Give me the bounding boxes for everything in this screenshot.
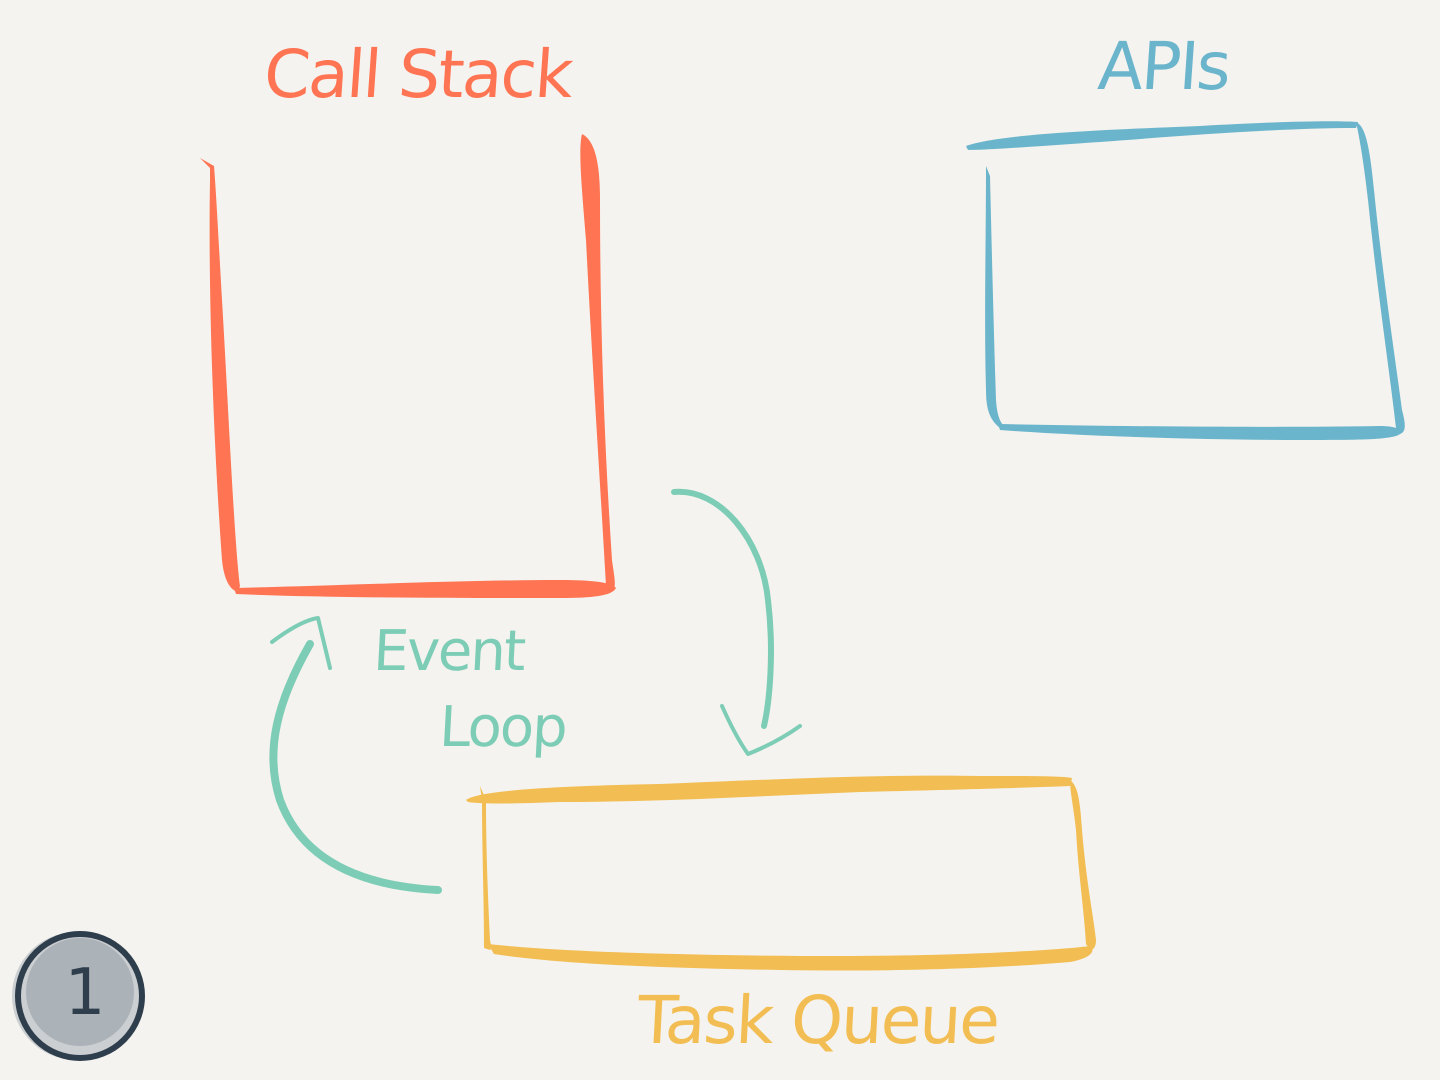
step-badge-shade bbox=[26, 938, 134, 1046]
apis-right-edge bbox=[1356, 122, 1405, 434]
task-queue-label: Task Queue bbox=[635, 982, 1001, 1059]
apis-label: APIs bbox=[1095, 28, 1232, 105]
task-queue-bottom-edge bbox=[488, 944, 1093, 971]
task-queue-top-edge bbox=[466, 775, 1072, 804]
call-stack-right-edge bbox=[580, 134, 615, 588]
call-stack-box bbox=[200, 134, 616, 598]
arrow-queue-to-callstack bbox=[269, 640, 442, 894]
apis-bottom-edge bbox=[998, 424, 1402, 440]
task-queue-left-edge bbox=[480, 786, 492, 950]
event-label: Event bbox=[371, 619, 526, 684]
task-queue-box bbox=[466, 775, 1096, 971]
arrow-queue-to-callstack-head bbox=[270, 616, 332, 670]
step-badge-ring bbox=[15, 931, 145, 1061]
arrow-callstack-to-queue-head bbox=[720, 704, 802, 756]
call-stack-left-edge bbox=[200, 158, 240, 592]
apis-box bbox=[966, 121, 1405, 440]
step-number: 1 bbox=[64, 956, 106, 1030]
loop-label: Loop bbox=[437, 695, 568, 760]
call-stack-bottom-edge bbox=[234, 580, 616, 598]
event-loop-arrows bbox=[269, 488, 802, 894]
task-queue-right-edge bbox=[1070, 780, 1096, 950]
apis-top-edge bbox=[966, 121, 1358, 150]
arrow-callstack-to-queue bbox=[671, 488, 774, 729]
apis-left-edge bbox=[985, 166, 1004, 428]
step-badge bbox=[12, 931, 145, 1061]
call-stack-label: Call Stack bbox=[261, 36, 574, 113]
